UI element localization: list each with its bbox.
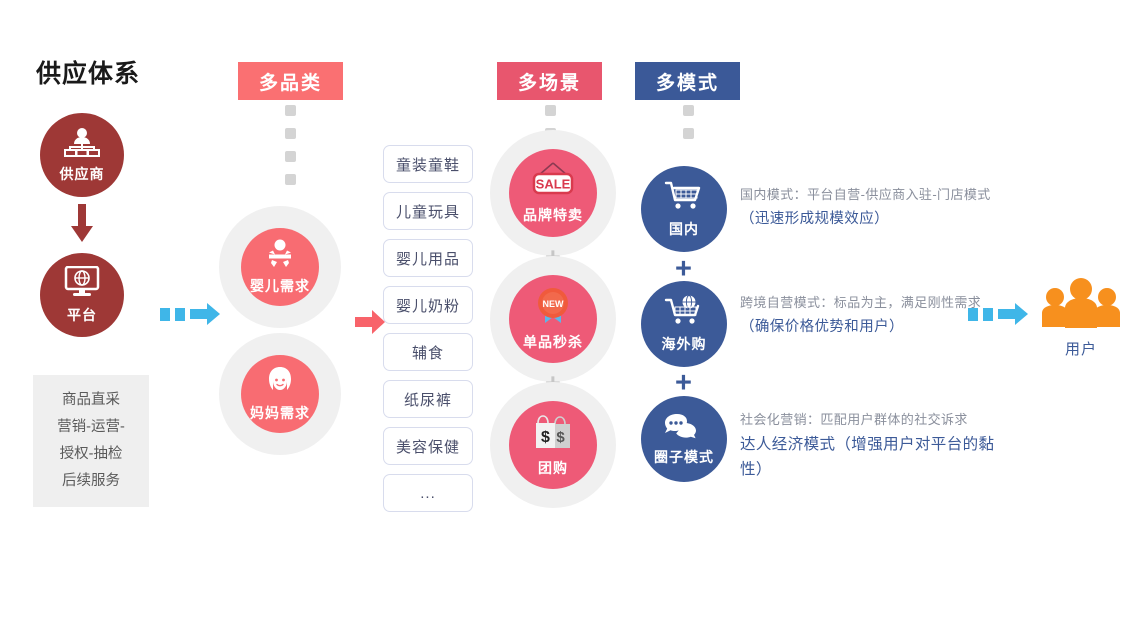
connector-dots-category bbox=[285, 105, 296, 185]
product-item[interactable]: 纸尿裤 bbox=[383, 380, 473, 418]
product-item[interactable]: 婴儿用品 bbox=[383, 239, 473, 277]
people-group-icon bbox=[1037, 278, 1125, 335]
platform-label: 平台 bbox=[67, 306, 97, 323]
chat-bubbles-icon bbox=[663, 412, 705, 445]
info-line: 商品直采 bbox=[62, 392, 120, 408]
scene-node-brand-sale[interactable]: SALE 品牌特卖 bbox=[509, 149, 597, 237]
scene-label: 团购 bbox=[538, 459, 568, 476]
scene-label: 单品秒杀 bbox=[523, 333, 583, 350]
product-item[interactable]: 美容保健 bbox=[383, 427, 473, 465]
product-item[interactable]: 辅食 bbox=[383, 333, 473, 371]
demand-node-baby[interactable]: 婴儿需求 bbox=[241, 228, 319, 306]
column-header-mode: 多模式 bbox=[635, 62, 740, 100]
mode-desc-bottom: （迅速形成规模效应） bbox=[740, 211, 889, 227]
product-item[interactable]: 婴儿奶粉 bbox=[383, 286, 473, 324]
product-item[interactable]: 童装童鞋 bbox=[383, 145, 473, 183]
sale-tag-icon: SALE bbox=[526, 161, 580, 203]
product-item[interactable]: ... bbox=[383, 474, 473, 512]
mode-plus-separator: + bbox=[675, 367, 692, 399]
platform-node[interactable]: 平台 bbox=[40, 253, 124, 337]
dashed-right-arrow-icon bbox=[160, 303, 220, 325]
shopping-cart-icon bbox=[663, 180, 705, 217]
right-arrow-icon bbox=[355, 310, 385, 339]
svg-text:NEW: NEW bbox=[543, 299, 565, 309]
mode-description-overseas: 跨境自营模式：标品为主，满足刚性需求 （确保价格优势和用户） bbox=[740, 290, 1005, 340]
shopping-bag-dollar-icon: $ $ bbox=[531, 413, 575, 456]
scene-node-group-buy[interactable]: $ $ 团购 bbox=[509, 401, 597, 489]
baby-icon bbox=[263, 239, 297, 274]
demand-label: 妈妈需求 bbox=[250, 404, 310, 421]
info-line: 营销-运营- bbox=[57, 419, 125, 435]
mode-desc-bottom: （确保价格优势和用户） bbox=[740, 319, 904, 335]
users-group[interactable]: 用户 bbox=[1036, 277, 1126, 359]
supply-info-box: 商品直采 营销-运营- 授权-抽检 后续服务 bbox=[33, 375, 149, 507]
demand-node-mother[interactable]: 妈妈需求 bbox=[241, 355, 319, 433]
mode-desc-top: 国内模式：平台自营-供应商入驻-门店模式 bbox=[740, 187, 991, 202]
mode-node-overseas[interactable]: 海外购 bbox=[641, 281, 727, 367]
mode-desc-top: 社会化营销：匹配用户群体的社交诉求 bbox=[740, 412, 968, 427]
down-arrow-icon bbox=[70, 204, 94, 244]
page-title: 供应体系 bbox=[36, 60, 141, 88]
new-ribbon-icon: NEW bbox=[531, 287, 575, 330]
svg-text:$: $ bbox=[556, 429, 565, 446]
mother-icon bbox=[263, 366, 297, 401]
mode-node-domestic[interactable]: 国内 bbox=[641, 166, 727, 252]
mode-node-community[interactable]: 圈子模式 bbox=[641, 396, 727, 482]
mode-desc-bottom: 达人经济模式（增强用户对平台的黏性） bbox=[740, 436, 995, 478]
mode-desc-top: 跨境自营模式：标品为主，满足刚性需求 bbox=[740, 295, 982, 310]
mode-label: 国内 bbox=[669, 220, 699, 237]
supplier-node[interactable]: 供应商 bbox=[40, 113, 124, 197]
scene-node-flash-sale[interactable]: NEW 单品秒杀 bbox=[509, 275, 597, 363]
mode-label: 海外购 bbox=[661, 335, 707, 352]
product-category-list: 童装童鞋 儿童玩具 婴儿用品 婴儿奶粉 辅食 纸尿裤 美容保健 ... bbox=[383, 145, 473, 512]
demand-label: 婴儿需求 bbox=[250, 277, 310, 294]
connector-dots-mode bbox=[683, 105, 694, 139]
supplier-label: 供应商 bbox=[59, 165, 105, 182]
svg-text:$: $ bbox=[541, 429, 550, 446]
info-line: 后续服务 bbox=[62, 473, 120, 489]
column-header-category: 多品类 bbox=[238, 62, 343, 100]
scene-label: 品牌特卖 bbox=[523, 206, 583, 223]
users-label: 用户 bbox=[1064, 341, 1097, 358]
mode-plus-separator: + bbox=[675, 253, 692, 285]
org-chart-icon bbox=[63, 127, 101, 162]
mode-description-domestic: 国内模式：平台自营-供应商入驻-门店模式 （迅速形成规模效应） bbox=[740, 182, 1005, 232]
mode-description-community: 社会化营销：匹配用户群体的社交诉求 达人经济模式（增强用户对平台的黏性） bbox=[740, 407, 1005, 482]
info-line: 授权-抽检 bbox=[59, 446, 123, 462]
monitor-globe-icon bbox=[62, 265, 102, 303]
svg-text:SALE: SALE bbox=[536, 176, 571, 191]
dashed-right-arrow-icon bbox=[968, 303, 1028, 325]
column-header-scene: 多场景 bbox=[497, 62, 602, 100]
cart-globe-icon bbox=[663, 294, 705, 332]
product-item[interactable]: 儿童玩具 bbox=[383, 192, 473, 230]
mode-label: 圈子模式 bbox=[654, 448, 714, 465]
